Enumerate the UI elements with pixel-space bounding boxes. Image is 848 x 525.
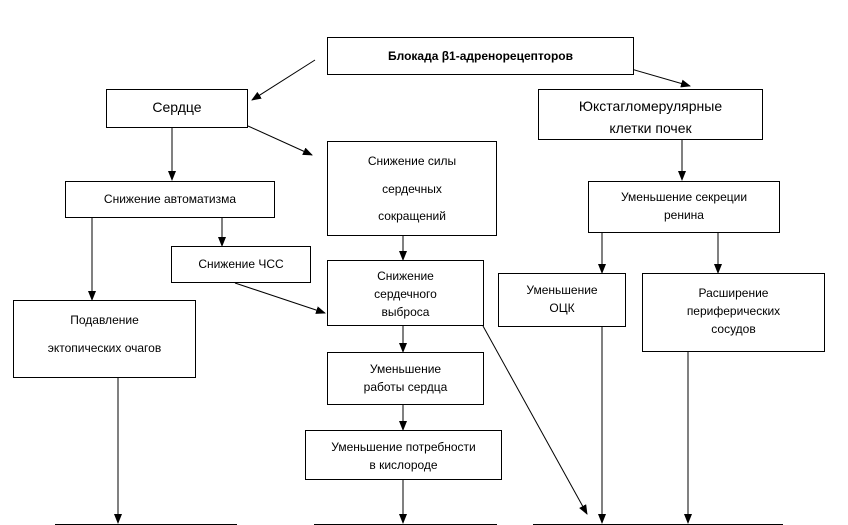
jga-label-line: клетки почек xyxy=(609,120,692,137)
output-label-line: Снижение xyxy=(377,269,434,283)
node-output: Снижение сердечного выброса xyxy=(327,260,484,326)
automatism-label-line: Снижение автоматизма xyxy=(103,192,237,206)
blockade-label-line: Блокада β1-адренорецепторов xyxy=(388,49,573,63)
ectopic-label-line: эктопических очагов xyxy=(47,340,162,355)
output-label-line: сердечного xyxy=(374,287,437,301)
contractility-label-line: сокращений xyxy=(378,209,446,224)
node-ectopic: Подавление эктопических очагов xyxy=(13,300,196,378)
node-renin: Уменьшение секреции ренина xyxy=(588,181,780,233)
oxygen-label-line: в кислороде xyxy=(369,458,438,472)
workload-label-line: Уменьшение xyxy=(369,362,442,376)
ectopic-label-line: Подавление xyxy=(70,313,139,327)
heart-label-line: Сердце xyxy=(152,99,202,115)
vasodilation-label-line: Расширение xyxy=(698,286,769,300)
output-label-line: выброса xyxy=(381,305,430,319)
node-workload: Уменьшение работы сердца xyxy=(327,352,484,405)
arrow-blockade-heart xyxy=(251,59,316,101)
contractility-label-line: Снижение силы xyxy=(367,154,457,168)
node-contractility: Снижение силы сердечных сокращений xyxy=(327,141,497,236)
renin-label-line: Уменьшение секреции xyxy=(620,190,748,204)
node-oxygen: Уменьшение потребности в кислороде xyxy=(305,430,502,480)
arrow-heart-contractility xyxy=(247,125,313,156)
node-blockade: Блокада β1-адренорецепторов xyxy=(327,37,634,75)
renin-label-line: ренина xyxy=(664,208,704,222)
node-jga: Юкстагломерулярные клетки почек xyxy=(538,89,763,140)
workload-label-line: работы сердца xyxy=(363,380,448,394)
node-vasodilation: Расширение периферических сосудов xyxy=(642,273,825,352)
hr-label-line: Снижение ЧСС xyxy=(198,257,284,271)
bcv-label-line: ОЦК xyxy=(549,301,575,315)
node-automatism: Снижение автоматизма xyxy=(65,181,275,218)
oxygen-label-line: Уменьшение потребности xyxy=(331,440,476,454)
arrow-hr-output xyxy=(234,282,326,314)
vasodilation-label-line: сосудов xyxy=(711,322,756,336)
node-hr: Снижение ЧСС xyxy=(171,246,311,283)
vasodilation-label-line: периферических xyxy=(686,304,781,318)
node-heart: Сердце xyxy=(106,89,248,128)
bcv-label-line: Уменьшение xyxy=(526,283,598,297)
arrow-output-diagonal xyxy=(482,325,588,515)
jga-label-line: Юкстагломерулярные xyxy=(578,98,723,114)
contractility-label-line: сердечных xyxy=(382,181,442,196)
